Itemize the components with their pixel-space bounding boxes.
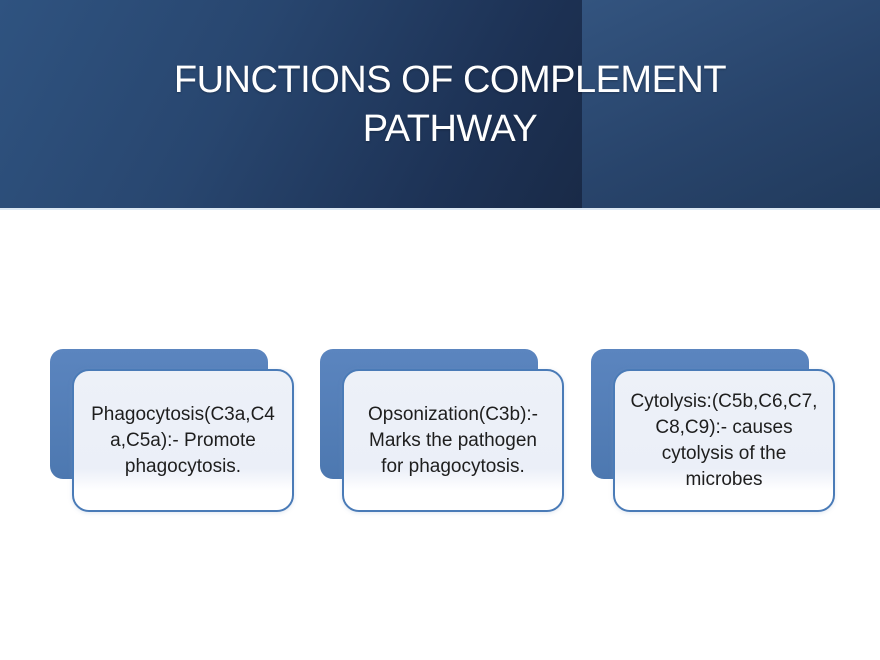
card-text: Opsonization(C3b):- Marks the pathogen f… (367, 403, 539, 477)
card-text: Phagocytosis(C3a,C4 a,C5a):- Promote pha… (91, 403, 275, 477)
function-group-opsonization: Opsonization(C3b):- Marks the pathogen f… (320, 349, 565, 515)
banner-left-panel (0, 0, 582, 208)
function-group-cytolysis: Cytolysis:(C5b,C6,C7, C8,C9):- causes cy… (591, 349, 836, 515)
text-card: Phagocytosis(C3a,C4 a,C5a):- Promote pha… (72, 369, 294, 512)
content-area: Phagocytosis(C3a,C4 a,C5a):- Promote pha… (0, 210, 880, 660)
text-card: Cytolysis:(C5b,C6,C7, C8,C9):- causes cy… (613, 369, 835, 512)
title-banner: FUNCTIONS OF COMPLEMENT PATHWAY (0, 0, 880, 210)
card-text: Cytolysis:(C5b,C6,C7, C8,C9):- causes cy… (630, 390, 818, 490)
banner-right-panel (582, 0, 880, 208)
slide-title: FUNCTIONS OF COMPLEMENT PATHWAY (173, 59, 727, 150)
text-card: Opsonization(C3b):- Marks the pathogen f… (342, 369, 564, 512)
function-group-phagocytosis: Phagocytosis(C3a,C4 a,C5a):- Promote pha… (50, 349, 295, 515)
